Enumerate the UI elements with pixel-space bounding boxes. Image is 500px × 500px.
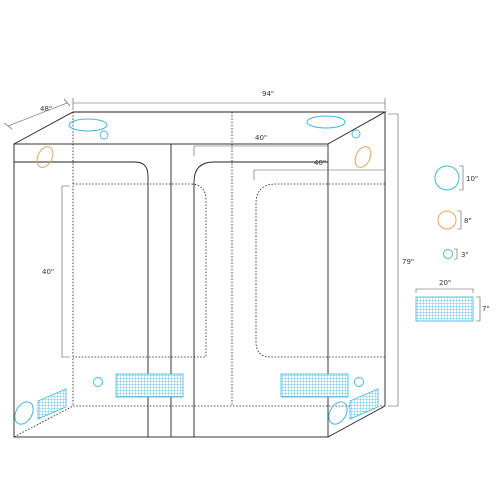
height-label: 79" [402,258,414,266]
tent-ports [14,115,372,425]
door-width-label: 40" [255,134,267,142]
bottom-right-cable-port [354,377,364,387]
dimension-labels: 94" 48" 40" 40" 40" 79" [40,90,414,276]
back-left-vent [115,373,184,398]
bottom-left-cable-port [93,377,103,387]
legend-duct-medium-label: 8" [464,217,472,225]
side-door-dimension-line [253,169,386,180]
back-right-vent [280,373,349,398]
legend-duct-large-icon [434,165,460,191]
top-right-duct-port [306,115,346,129]
legend-duct-medium-icon [437,210,457,230]
top-face [13,111,387,145]
top-left-duct-port [68,118,108,132]
right-window-outline [255,183,385,358]
tent-vents [37,373,379,420]
right-side-duct-port [354,146,372,168]
left-door-zipper [14,161,149,437]
bottom-left-duct-port [14,401,34,425]
left-door-height-label: 40" [42,268,54,276]
door-width-dimension-line [193,145,329,156]
legend: 10" 8" 3" 20" 7" [415,165,490,322]
right-door-zipper [193,161,328,437]
dimension-lines [3,98,399,407]
legend-vent-icon [415,296,474,322]
left-height-dimension-line [61,185,70,358]
right-side-vent [349,388,379,420]
top-left-cable-port [99,130,109,140]
legend-vent-width-line [415,288,474,293]
legend-duct-small-icon [443,249,453,259]
legend-duct-large-label: 10" [466,175,478,183]
legend-vent-height-line [476,296,481,322]
depth-dimension-line [7,102,68,127]
height-dimension-line [388,113,399,407]
left-side-vent [37,388,67,420]
bottom-right-duct-port [328,401,348,425]
legend-duct-small-label: 3" [461,251,469,259]
left-side-duct-port [36,146,54,168]
side-door-width-label: 40" [314,159,326,167]
top-right-cable-port [351,129,361,139]
door-zippers [14,161,385,437]
legend-vent-height-label: 7" [482,305,490,313]
depth-label: 48" [40,105,52,113]
hidden-left-bottom-edge [13,405,74,438]
left-window-outline [73,183,207,358]
right-bottom-edge [327,405,386,438]
width-label: 94" [262,90,274,98]
legend-vent-width-label: 20" [439,279,451,287]
